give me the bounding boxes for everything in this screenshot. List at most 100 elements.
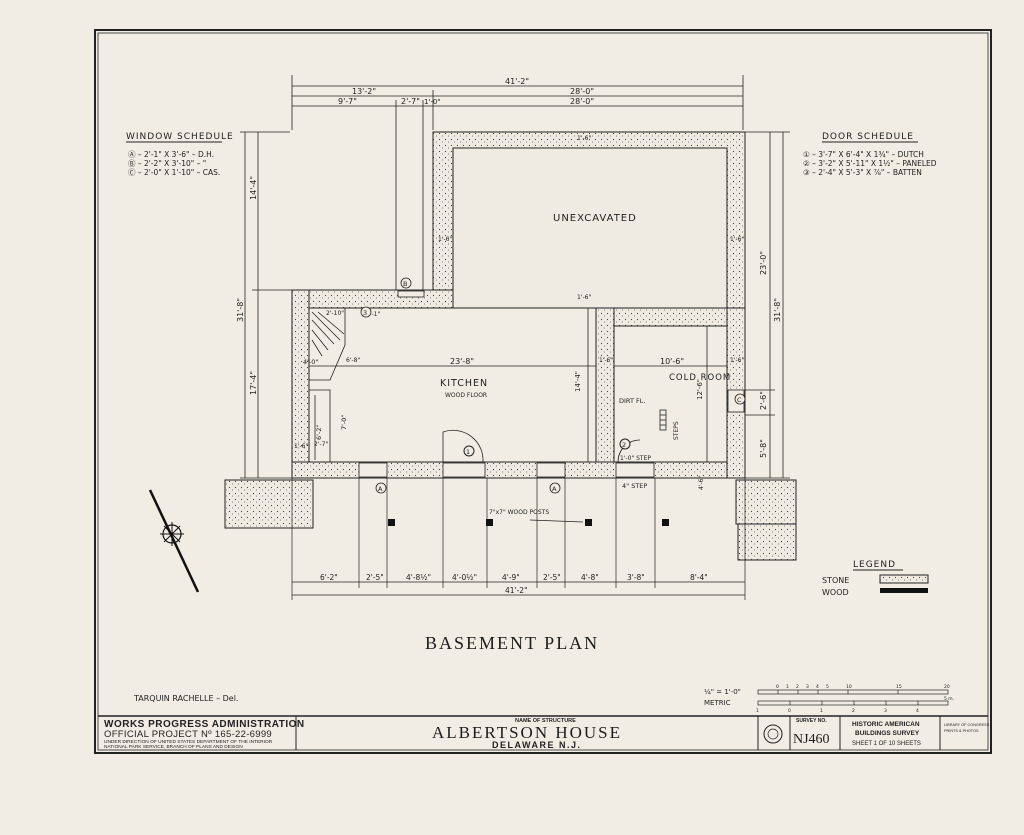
door-marker — [463, 445, 475, 457]
dim-left-overall: 31'-8" — [236, 298, 245, 322]
scale-tick: 1 — [786, 684, 789, 690]
tb-wpa: WORKS PROGRESS ADMINISTRATION — [104, 719, 305, 730]
dim-bottom: 6'-2" — [320, 573, 338, 582]
dim-top-right: 28'-0" — [570, 87, 594, 96]
scale-tick: 2 — [796, 684, 799, 690]
dim-wall: 1'-6" — [730, 357, 744, 364]
legend: LEGEND STONE WOOD — [822, 560, 929, 597]
stone-step-right-lower — [737, 523, 797, 561]
door-marker — [619, 438, 631, 450]
dim-second-a: 9'-7" — [338, 97, 357, 106]
window-markers — [360, 277, 746, 494]
stone-step-left — [224, 479, 314, 529]
scale-imperial-ticks: 0 1 2 3 4 5 10 15 20 — [776, 684, 950, 690]
door-marker-label: 1 — [466, 448, 470, 456]
legend-title: LEGEND — [853, 560, 896, 570]
tb-loc2: PRINTS & PHOTOS — [944, 729, 979, 733]
dim-top-total: 41'-2" — [505, 77, 529, 86]
window-schedule: WINDOW SCHEDULE Ⓐ – 2'-1" X 3'-6" – D.H.… — [126, 132, 233, 177]
dim-bottom: 4'-0½" — [452, 573, 477, 582]
dim-wall: 1'-6" — [438, 236, 452, 243]
label-unexcavated: UNEXCAVATED — [553, 213, 637, 224]
dim-bottom: 4'-9" — [502, 573, 520, 582]
window-marker-label: A — [552, 485, 557, 493]
north-arrow — [148, 489, 200, 593]
top-dimensions — [291, 75, 744, 290]
window-marker-label: B — [403, 280, 407, 288]
door-swing — [442, 429, 484, 463]
label-cold-room: COLD ROOM — [669, 373, 731, 383]
dim-left-lower: 17'-4" — [249, 371, 258, 395]
dim-stair-a: 2'-10" — [326, 310, 344, 317]
dim-kitchen-depth: 14'-4" — [574, 371, 582, 392]
tb-loc1: LIBRARY OF CONGRESS — [944, 723, 990, 727]
scale-metric-ticks: 1 0 1 2 3 4 5 m. — [756, 696, 954, 714]
scale-tick: 3 — [806, 684, 809, 690]
label-dirt-floor: DIRT FL. — [619, 397, 645, 405]
scale-tick: 20 — [944, 684, 950, 690]
dim-stair-b: 6'-8" — [346, 357, 360, 364]
outer-border — [94, 29, 992, 754]
label-step: 1'-0" STEP — [620, 455, 651, 462]
scale-metric-label: METRIC — [704, 699, 731, 707]
dim-wall: 1'-6" — [577, 294, 591, 301]
porch-posts — [388, 519, 669, 526]
tb-branch: NATIONAL PARK SERVICE, BRANCH OF PLANS A… — [104, 744, 243, 750]
right-dimensions — [745, 131, 790, 479]
door-schedule-item: ③ – 2'-4" X 5'-3" X ⅞" – BATTEN — [803, 168, 922, 177]
door-schedule: DOOR SCHEDULE ① – 3'-7" X 6'-4" X 1¾" – … — [803, 132, 937, 177]
scale-tick: 3 — [884, 708, 887, 714]
porch-lines — [291, 478, 746, 600]
dim-second-d: 28'-0" — [570, 97, 594, 106]
dim-right-overall: 31'-8" — [773, 298, 782, 322]
dim-bottom: 3'-8" — [627, 573, 645, 582]
dim-top-left: 13'-2" — [352, 87, 376, 96]
dim-stair-e: 6'-2" — [315, 425, 323, 440]
tb-habs1: HISTORIC AMERICAN — [852, 721, 920, 728]
tb-name: ALBERTSON HOUSE — [432, 723, 622, 742]
dim-bottom: 8'-4" — [690, 573, 708, 582]
dim-cold-depth: 12'-6" — [696, 379, 704, 400]
bottom-dimensions — [292, 581, 745, 596]
unexcavated-area — [452, 147, 728, 309]
scale-tick: 0 — [776, 684, 779, 690]
tb-location: DELAWARE N.J. — [492, 740, 582, 750]
legend-stone-label: STONE — [822, 576, 849, 585]
window-marker-label: C — [737, 396, 742, 404]
tb-sheet: SHEET 1 OF 10 SHEETS — [852, 741, 921, 747]
window-marker-label: A — [378, 485, 383, 493]
dim-right-upper: 23'-0" — [759, 251, 768, 275]
window-schedule-item: Ⓑ – 2'-2" X 3'-10" – " — [128, 159, 206, 168]
label-steps: STEPS — [673, 421, 680, 440]
plan-title: BASEMENT PLAN — [425, 633, 599, 653]
dim-wall: 1'-6" — [577, 135, 591, 142]
scale-tick: 15 — [896, 684, 902, 690]
scale-tick: 5 — [826, 684, 829, 690]
dim-bottom-total: 41'-2" — [505, 586, 528, 595]
scale-tick: 4 — [816, 684, 819, 690]
dim-wall: 1'-6" — [599, 357, 613, 364]
dim-stair-h: 2'-1" — [366, 311, 380, 318]
scale-tick: 10 — [846, 684, 852, 690]
label-step-4: 4" STEP — [622, 482, 647, 490]
tb-survey-label: SURVEY NO. — [796, 718, 827, 724]
scale-tick: 1 — [756, 708, 759, 714]
scale-tick: 1 — [820, 708, 823, 714]
legend-wood-label: WOOD — [822, 588, 849, 597]
left-dimensions — [240, 131, 292, 479]
dim-right-lower1: 2'-6" — [759, 391, 768, 410]
dim-stair-d: 7'-0" — [340, 415, 348, 430]
window-schedule-item: Ⓒ – 2'-0" X 1'-10" – CAS. — [128, 168, 220, 177]
dim-bottom: 4'-8" — [581, 573, 599, 582]
dim-stair-g: 1'-6" — [294, 443, 308, 450]
label-kitchen: KITCHEN — [440, 378, 488, 389]
delineator: TARQUIN RACHELLE – Del. — [133, 694, 238, 703]
tb-project: OFFICIAL PROJECT Nº 165-22-6999 — [104, 729, 272, 740]
dim-stair-f: 2'-7" — [314, 441, 328, 448]
posts-leader — [529, 519, 584, 523]
scale-tick: 4 — [916, 708, 919, 714]
label-wood-floor: WOOD FLOOR — [445, 392, 487, 399]
tb-under: UNDER DIRECTION OF UNITED STATES DEPARTM… — [104, 739, 273, 745]
dim-stair-c: 4'-0" — [303, 358, 318, 366]
